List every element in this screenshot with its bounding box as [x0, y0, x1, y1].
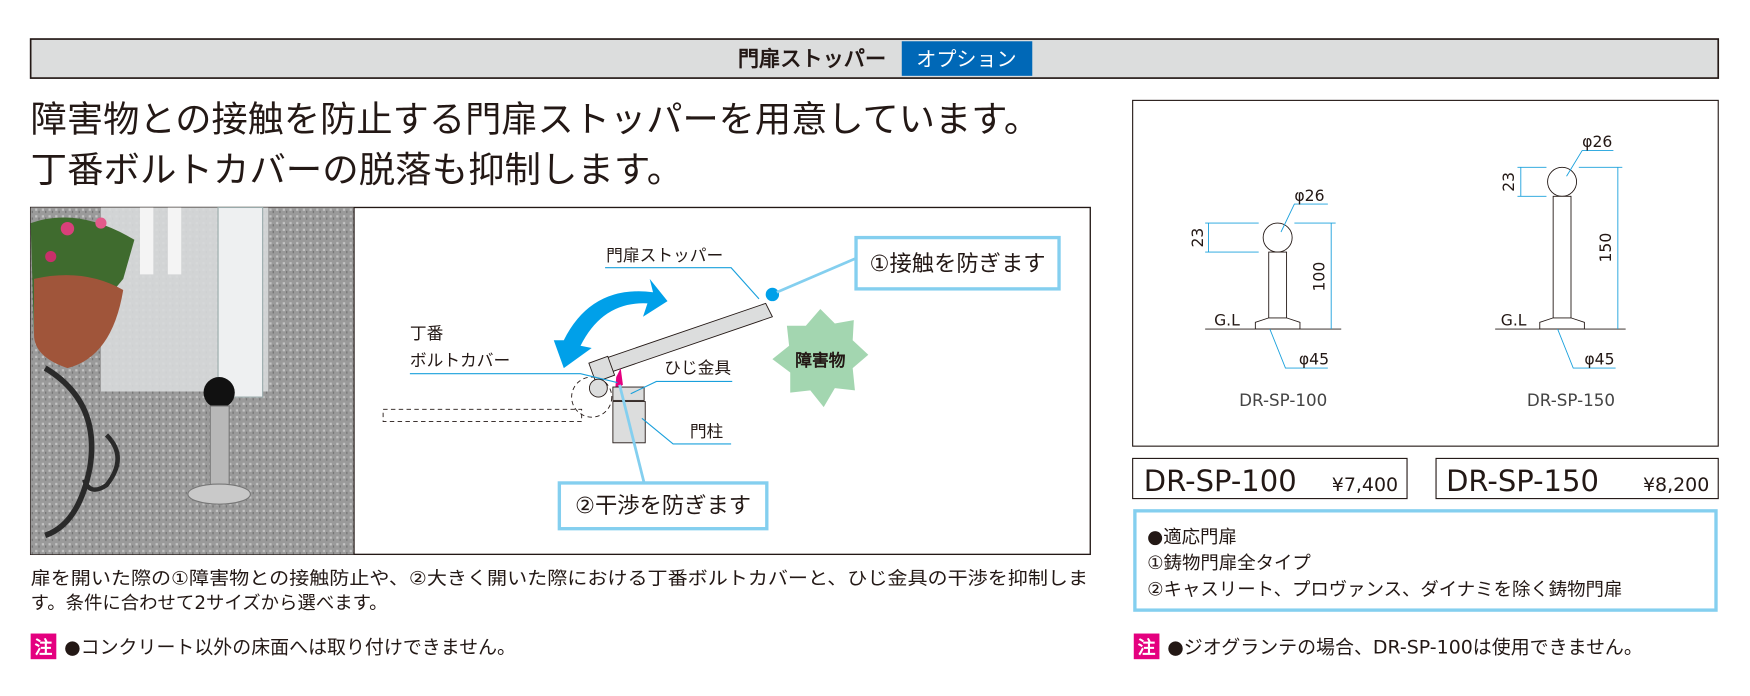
caption-line-1: 扉を開いた際の①障害物との接触防止や、②大きく開いた際における丁番ボルトカバーと… — [31, 568, 1088, 589]
elbow-label: ひじ金具 — [664, 358, 731, 378]
drawing-model-label: DR-SP-100 — [1239, 390, 1327, 410]
drawing-model-label: DR-SP-150 — [1527, 390, 1615, 410]
illustration-panel: 障害物 門扉ストッパー 丁番 ボルトカバー ひじ金具 門柱 ①接触を防ぎます ②… — [29, 206, 1091, 556]
note-left-text: ●コンクリート以外の床面へは取り付けできません。 — [64, 637, 516, 659]
dimension-drawings: G.L φ26 φ45 100 23 DR-SP-100 G.L φ26 φ45… — [1132, 99, 1719, 447]
stopper-label: 門扉ストッパー — [606, 245, 723, 265]
stopper-diagram: 障害物 門扉ストッパー 丁番 ボルトカバー ひじ金具 門柱 ①接触を防ぎます ②… — [382, 235, 1061, 531]
headline-line-2: 丁番ボルトカバーの脱落も抑制します。 — [31, 150, 684, 191]
ground-label: G.L — [1501, 312, 1527, 330]
price-value: ¥8,200 — [1643, 474, 1709, 496]
stopper-ball-photo — [203, 377, 235, 409]
headline-line-1: 障害物との接触を防止する門扉ストッパーを用意しています。 — [31, 100, 1040, 141]
drawing-dr-sp-100 — [1205, 203, 1342, 369]
price-model: DR-SP-100 — [1144, 464, 1297, 498]
ball-diameter-label: φ26 — [1294, 187, 1324, 205]
height-label: 100 — [1311, 262, 1329, 292]
note-badge — [30, 633, 57, 660]
ball-height-label: 23 — [1189, 228, 1207, 248]
option-badge — [901, 41, 1033, 76]
hinge-label-1: 丁番 — [410, 323, 444, 343]
contact-point-icon — [765, 287, 780, 302]
price-value: ¥7,400 — [1332, 474, 1398, 496]
open-gate-outline — [382, 408, 583, 423]
compatible-gates-box: ●適応門扉 ①鋳物門扉全タイプ ②キャスリート、プロヴァンス、ダイナミを除く鋳物… — [1133, 509, 1718, 612]
section-title: 門扉ストッパー — [738, 46, 886, 71]
callout-interference — [557, 481, 769, 531]
height-label: 150 — [1597, 233, 1615, 263]
price-dr-sp-100: DR-SP-100 ¥7,400 — [1132, 457, 1408, 500]
callout-interference-text: ②干渉を防ぎます — [575, 493, 751, 519]
compat-item: ②キャスリート、プロヴァンス、ダイナミを除く鋳物門扉 — [1147, 579, 1622, 601]
ball-diameter-label: φ26 — [1582, 133, 1612, 151]
obstacle-shape — [772, 308, 869, 408]
compat-title: ●適応門扉 — [1147, 527, 1237, 548]
obstacle-label: 障害物 — [795, 350, 845, 370]
callout-contact — [854, 235, 1061, 291]
note-badge-label: 注 — [1138, 637, 1156, 659]
note-badge-label: 注 — [35, 637, 53, 659]
option-badge-label: オプション — [916, 47, 1016, 71]
note-right-text: ●ジオグランテの場合、DR-SP-100は使用できません。 — [1167, 637, 1643, 659]
caption-line-2: す。条件に合わせて2サイズから選べます。 — [31, 593, 388, 614]
hinge-label-2: ボルトカバー — [410, 350, 510, 370]
compat-item: ①鋳物門扉全タイプ — [1147, 552, 1311, 574]
note-badge — [1133, 633, 1160, 660]
section-header: 門扉ストッパー オプション — [29, 38, 1720, 79]
drawing-dr-sp-150 — [1495, 150, 1626, 369]
ground-label: G.L — [1214, 312, 1240, 330]
swing-arrow-icon — [553, 278, 668, 369]
price-dr-sp-150: DR-SP-150 ¥8,200 — [1435, 457, 1719, 500]
ball-height-label: 23 — [1500, 172, 1518, 192]
callout-contact-text: ①接触を防ぎます — [869, 251, 1045, 277]
product-photo — [30, 206, 355, 555]
base-diameter-label: φ45 — [1299, 351, 1329, 369]
price-model: DR-SP-150 — [1446, 464, 1599, 498]
base-diameter-label: φ45 — [1584, 351, 1614, 369]
post-label: 門柱 — [690, 421, 724, 441]
